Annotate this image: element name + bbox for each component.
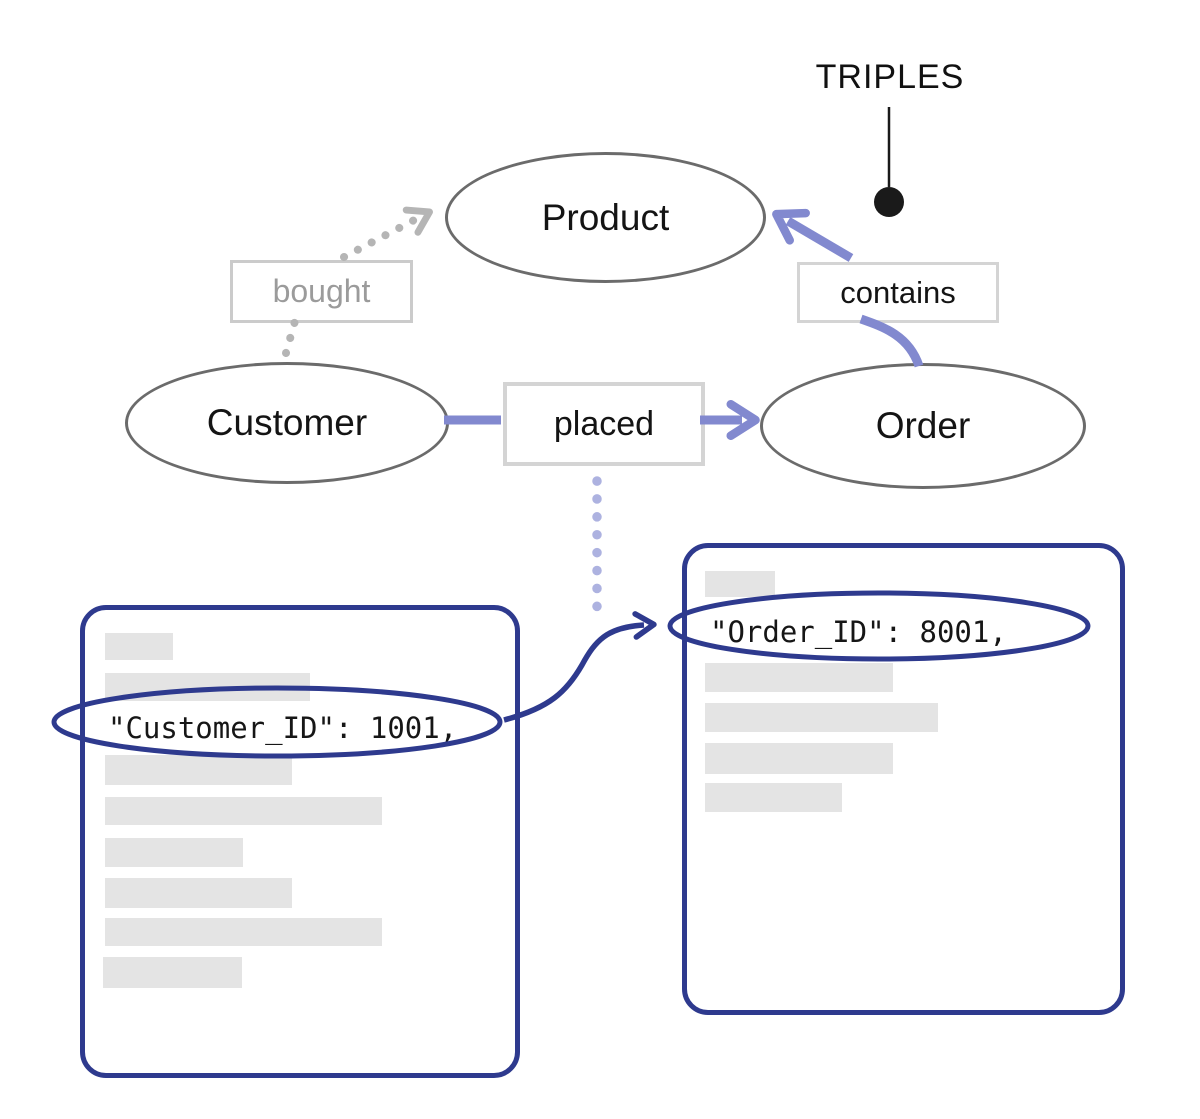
redacted-line <box>105 838 243 867</box>
bought-arrow-lower <box>282 317 299 357</box>
redacted-line <box>705 571 775 597</box>
redacted-line <box>705 783 842 812</box>
node-order-label: Order <box>875 405 971 446</box>
redacted-line <box>105 918 382 946</box>
edge-bought-box: bought <box>230 260 413 323</box>
customer-document-card: "Customer_ID": 1001, <box>80 605 520 1078</box>
redacted-line <box>105 797 382 825</box>
redacted-line <box>103 957 242 988</box>
redacted-line <box>105 755 292 785</box>
edge-bought-label: bought <box>272 273 371 309</box>
redacted-line <box>705 663 893 692</box>
edge-contains-box: contains <box>797 262 999 323</box>
order-document-card: "Order_ID": 8001, <box>682 543 1125 1015</box>
edge-placed-label: placed <box>553 404 655 443</box>
redacted-line <box>105 633 173 660</box>
node-customer: Customer <box>125 362 449 484</box>
triples-title: TRIPLES <box>815 58 965 96</box>
order-id-field: "Order_ID": 8001, <box>710 615 1007 649</box>
customer-to-order-link-arrow <box>503 611 657 723</box>
customer-id-field: "Customer_ID": 1001, <box>108 711 458 745</box>
bought-arrow-upper <box>340 206 433 261</box>
triples-pointer-dot <box>874 187 904 217</box>
node-customer-label: Customer <box>206 402 368 443</box>
redacted-line <box>705 743 893 774</box>
contains-arrow-upper <box>772 208 854 262</box>
edge-contains-label: contains <box>840 274 956 310</box>
redacted-line <box>105 673 310 701</box>
edge-placed-box: placed <box>503 382 705 466</box>
redacted-line <box>705 703 938 732</box>
contains-line-lower <box>859 314 924 368</box>
node-product: Product <box>445 152 766 283</box>
redacted-line <box>105 878 292 908</box>
node-order: Order <box>760 363 1086 489</box>
node-product-label: Product <box>541 196 670 238</box>
